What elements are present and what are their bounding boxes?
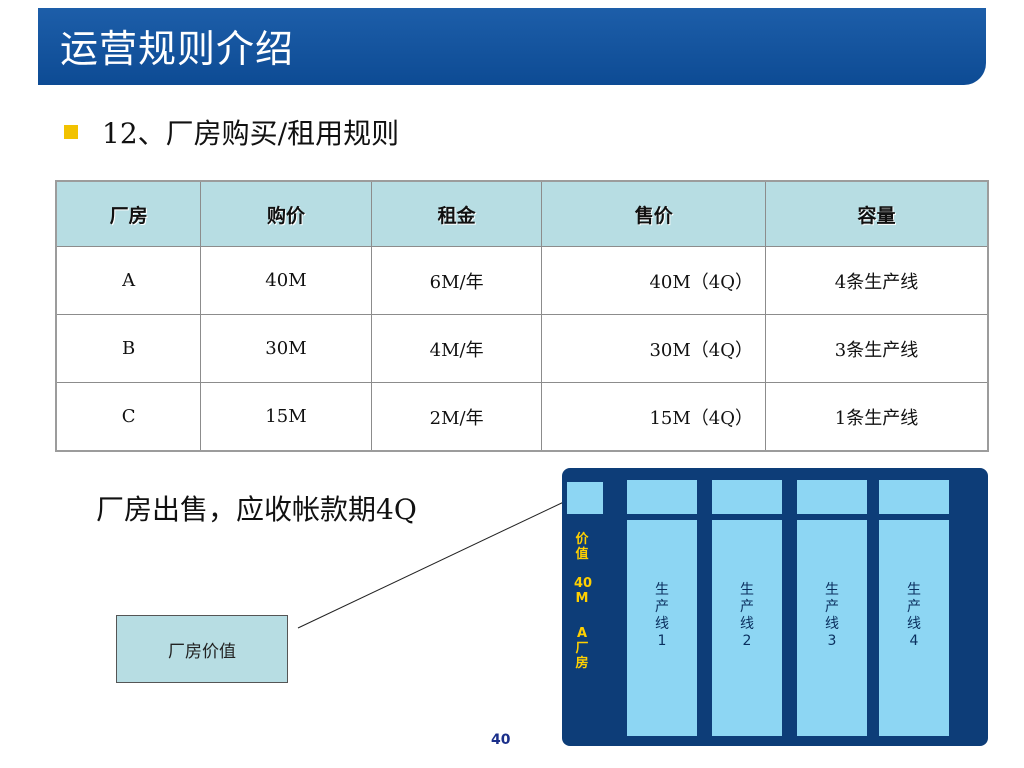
side-text: 房: [575, 656, 589, 671]
side-spacer: [574, 606, 590, 620]
table-header-cell: 购价: [200, 180, 372, 247]
table-cell: 4M/年: [370, 314, 543, 383]
page-number: 40: [491, 732, 511, 748]
table-header-cell: 容量: [765, 180, 989, 247]
factory-value-label: 价 值 40 M A 厂 房: [574, 532, 593, 671]
line-cap: [879, 480, 949, 514]
table-header-cell: 租金: [370, 180, 543, 247]
table-row: C 15M 2M/年 15M（4Q） 1条生产线: [55, 382, 989, 452]
side-text: M: [575, 591, 589, 606]
side-text: A: [576, 626, 588, 641]
value-slot: [567, 482, 603, 514]
table-cell: 4条生产线: [765, 246, 989, 315]
table-cell: 30M: [200, 314, 372, 383]
table-cell: 30M（4Q）: [541, 314, 767, 383]
slide-title: 运营规则介绍: [60, 27, 295, 71]
section-subtitle: 12、厂房购买/租用规则: [102, 117, 400, 150]
section-heading: 12、厂房购买/租用规则: [64, 112, 399, 152]
table-row: A 40M 6M/年 40M（4Q） 4条生产线: [55, 246, 989, 315]
table-cell: 15M: [200, 382, 372, 452]
table-cell: 1条生产线: [765, 382, 989, 452]
square-bullet-icon: [64, 125, 78, 139]
factory-value-callout: 厂房价值: [116, 615, 288, 683]
table-cell: 2M/年: [370, 382, 543, 452]
factory-rules-table: 厂房 购价 租金 售价 容量 A 40M 6M/年 40M（4Q） 4条生产线 …: [55, 180, 989, 452]
callout-pointer: [297, 499, 569, 629]
table-row: B 30M 4M/年 30M（4Q） 3条生产线: [55, 314, 989, 383]
table-cell: C: [55, 382, 202, 452]
side-text: 厂: [575, 641, 589, 656]
table-cell: 40M（4Q）: [541, 246, 767, 315]
side-text: 40: [574, 576, 593, 591]
table-header-cell: 售价: [541, 180, 767, 247]
table-cell: A: [55, 246, 202, 315]
table-cell: 40M: [200, 246, 372, 315]
side-text: 值: [575, 547, 589, 562]
line-cap: [797, 480, 867, 514]
sale-note: 厂房出售，应收帐款期4Q: [96, 493, 417, 526]
title-bar: 运营规则介绍: [38, 8, 986, 85]
line-cap: [627, 480, 697, 514]
side-text: 价: [575, 532, 589, 547]
table-cell: B: [55, 314, 202, 383]
table-header-cell: 厂房: [55, 180, 202, 247]
table-cell: 3条生产线: [765, 314, 989, 383]
table-header-row: 厂房 购价 租金 售价 容量: [55, 180, 989, 247]
line-cap: [712, 480, 782, 514]
table-cell: 6M/年: [370, 246, 543, 315]
